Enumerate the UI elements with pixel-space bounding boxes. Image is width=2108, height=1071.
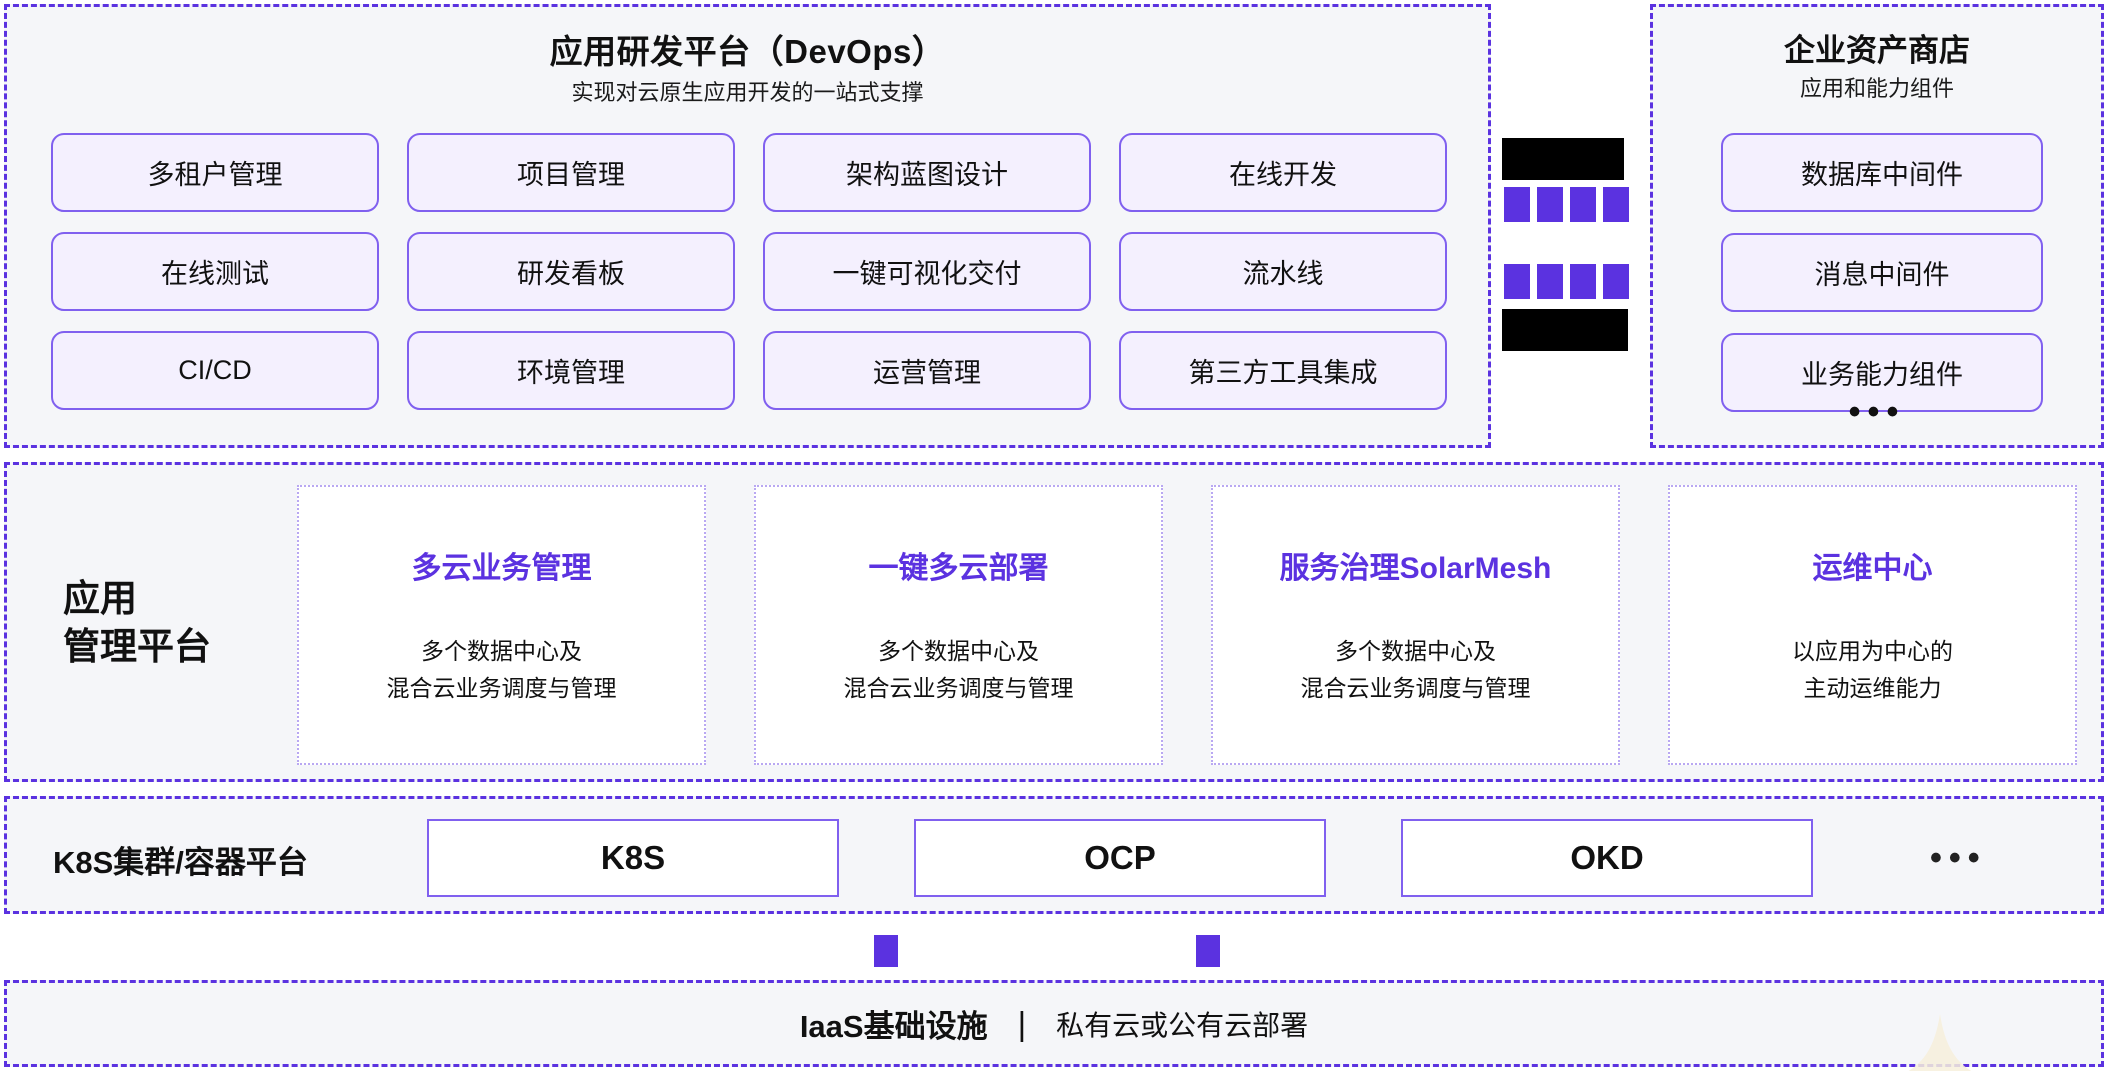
connector-square — [1537, 187, 1563, 222]
devops-chip[interactable]: CI/CD — [51, 331, 379, 410]
devops-chip[interactable]: 多租户管理 — [51, 133, 379, 212]
asset-store-item[interactable]: 数据库中间件 — [1721, 133, 2043, 212]
card-title: 多云业务管理 — [411, 552, 592, 585]
devops-chip[interactable]: 第三方工具集成 — [1119, 331, 1447, 410]
devops-chip[interactable]: 运营管理 — [763, 331, 1091, 410]
connector-square — [1603, 187, 1629, 222]
card-desc: 多个数据中心及 混合云业务调度与管理 — [386, 638, 617, 701]
iaas-title: IaaS基础设施 — [799, 1009, 988, 1044]
link-square-right — [1196, 935, 1220, 967]
devops-chip[interactable]: 流水线 — [1119, 232, 1447, 311]
connector-square-row-bottom — [1504, 264, 1629, 299]
asset-store-subtitle: 应用和能力组件 — [1799, 76, 1954, 101]
card-title: 运维中心 — [1812, 552, 1933, 585]
k8s-ellipsis: ••• — [1930, 839, 1987, 877]
k8s-item[interactable]: OCP — [914, 819, 1326, 897]
iaas-panel: IaaS基础设施 | 私有云或公有云部署 — [4, 980, 2104, 1067]
iaas-content: IaaS基础设施 | 私有云或公有云部署 — [7, 983, 2101, 1064]
k8s-items: K8S OCP OKD ••• — [427, 819, 1987, 897]
app-management-cards: 多云业务管理 多个数据中心及 混合云业务调度与管理 一键多云部署 多个数据中心及… — [297, 485, 2077, 765]
redacted-label-bottom — [1502, 309, 1628, 351]
devops-capability-grid: 多租户管理 项目管理 架构蓝图设计 在线开发 在线测试 研发看板 一键可视化交付… — [51, 133, 1447, 410]
k8s-item[interactable]: OKD — [1401, 819, 1813, 897]
connector-column — [1496, 4, 1648, 448]
devops-chip[interactable]: 在线测试 — [51, 232, 379, 311]
app-management-label: 应用 管理平台 — [63, 578, 211, 667]
asset-store-title: 企业资产商店 — [1784, 33, 1970, 68]
devops-chip[interactable]: 在线开发 — [1119, 133, 1447, 212]
devops-title: 应用研发平台（DevOps） — [549, 33, 946, 70]
card-title: 一键多云部署 — [868, 552, 1049, 585]
iaas-separator: | — [1017, 1004, 1027, 1042]
k8s-item[interactable]: K8S — [427, 819, 839, 897]
link-square-left — [874, 935, 898, 967]
card-desc: 多个数据中心及 混合云业务调度与管理 — [1300, 638, 1531, 701]
connector-square — [1537, 264, 1563, 299]
card-desc: 以应用为中心的 主动运维能力 — [1792, 638, 1953, 701]
asset-store-panel: 企业资产商店 应用和能力组件 数据库中间件 消息中间件 业务能力组件 ••• — [1650, 4, 2104, 448]
redacted-label-top — [1502, 138, 1624, 180]
app-management-panel: 应用 管理平台 多云业务管理 多个数据中心及 混合云业务调度与管理 一键多云部署… — [4, 462, 2104, 782]
devops-chip[interactable]: 环境管理 — [407, 331, 735, 410]
devops-chip[interactable]: 一键可视化交付 — [763, 232, 1091, 311]
app-management-card[interactable]: 一键多云部署 多个数据中心及 混合云业务调度与管理 — [754, 485, 1163, 765]
app-management-card[interactable]: 多云业务管理 多个数据中心及 混合云业务调度与管理 — [297, 485, 706, 765]
devops-chip[interactable]: 架构蓝图设计 — [763, 133, 1091, 212]
asset-store-item[interactable]: 消息中间件 — [1721, 233, 2043, 312]
card-desc: 多个数据中心及 混合云业务调度与管理 — [843, 638, 1074, 701]
connector-square — [1603, 264, 1629, 299]
devops-chip[interactable]: 项目管理 — [407, 133, 735, 212]
app-management-card[interactable]: 服务治理SolarMesh 多个数据中心及 混合云业务调度与管理 — [1211, 485, 1620, 765]
iaas-description: 私有云或公有云部署 — [1056, 1009, 1309, 1041]
connector-square — [1570, 187, 1596, 222]
devops-subtitle: 实现对云原生应用开发的一站式支撑 — [571, 80, 924, 105]
devops-platform-panel: 应用研发平台（DevOps） 实现对云原生应用开发的一站式支撑 多租户管理 项目… — [4, 4, 1491, 448]
app-management-card[interactable]: 运维中心 以应用为中心的 主动运维能力 — [1668, 485, 2077, 765]
devops-chip[interactable]: 研发看板 — [407, 232, 735, 311]
connector-square — [1570, 264, 1596, 299]
connector-square — [1504, 187, 1530, 222]
connector-square — [1504, 264, 1530, 299]
k8s-label: K8S集群/容器平台 — [53, 845, 308, 880]
asset-store-item[interactable]: 业务能力组件 — [1721, 333, 2043, 412]
connector-square-row-top — [1504, 187, 1629, 222]
asset-store-ellipsis: ••• — [1848, 393, 1906, 431]
k8s-platform-panel: K8S集群/容器平台 K8S OCP OKD ••• — [4, 796, 2104, 914]
card-title: 服务治理SolarMesh — [1279, 552, 1552, 585]
asset-store-list: 数据库中间件 消息中间件 业务能力组件 — [1721, 133, 2043, 412]
